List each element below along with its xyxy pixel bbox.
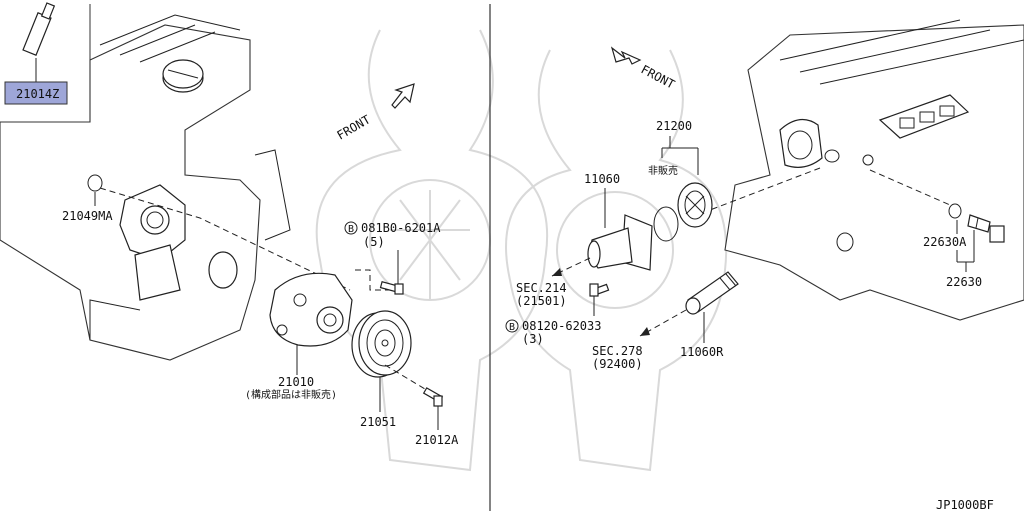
outline-arrow-icon	[610, 46, 642, 65]
label-21051[interactable]: 21051	[360, 415, 396, 429]
engine-block-left	[0, 14, 291, 361]
water-pipe[interactable]	[685, 271, 739, 315]
sensor-o-ring[interactable]	[948, 203, 962, 219]
pulley[interactable]	[351, 310, 412, 378]
label-11060r[interactable]: 11060R	[680, 345, 724, 359]
temperature-sensor[interactable]	[967, 214, 1005, 243]
label-21049ma[interactable]: 21049MA	[62, 209, 113, 223]
bolt-left[interactable]	[379, 281, 404, 295]
sealant-tube[interactable]	[22, 2, 56, 82]
thermostat[interactable]	[677, 182, 713, 228]
label-21014z[interactable]: 21014Z	[16, 87, 59, 101]
highlight-box	[4, 81, 68, 105]
bolt-pulley[interactable]	[422, 387, 444, 407]
bolt-mark-icon	[505, 319, 519, 333]
dashed-arrow-icon	[552, 268, 562, 276]
label-21200[interactable]: 21200	[656, 119, 692, 133]
svg-text:B: B	[509, 322, 515, 333]
label-11060[interactable]: 11060	[584, 172, 620, 186]
dashed-arrow-icon	[640, 327, 650, 336]
outline-arrow-icon	[391, 83, 415, 109]
bolt-right-qty: (3)	[522, 332, 544, 346]
not-sold-note: 非販売	[648, 164, 678, 177]
label-08120-62033[interactable]: 08120-62033	[522, 319, 601, 333]
label-081b0-6201a[interactable]: 081B0-6201A	[361, 221, 441, 235]
bolt-right[interactable]	[589, 283, 610, 297]
sec278-ref: (92400)	[592, 357, 643, 371]
sec214-ref: (21501)	[516, 294, 567, 308]
water-pump[interactable]	[269, 272, 353, 347]
svg-text:B: B	[348, 224, 354, 235]
label-22630a[interactable]: 22630A	[923, 235, 967, 249]
label-sec278[interactable]: SEC.278	[592, 344, 643, 358]
bolt-left-qty: (5)	[363, 235, 385, 249]
thermostat-housing[interactable]	[587, 214, 653, 271]
label-21010[interactable]: 21010	[278, 375, 314, 389]
watermark	[315, 29, 728, 472]
front-label-left: FRONT	[335, 112, 373, 142]
front-label-right: FRONT	[639, 62, 677, 91]
o-ring-left[interactable]	[87, 174, 103, 192]
label-22630[interactable]: 22630	[946, 275, 982, 289]
label-21012a[interactable]: 21012A	[415, 433, 459, 447]
pump-note: (構成部品は非販売)	[245, 388, 337, 401]
bolt-mark-icon	[344, 221, 358, 235]
thermostat-gasket[interactable]	[653, 206, 679, 242]
label-sec214[interactable]: SEC.214	[516, 281, 567, 295]
diagram-code: JP1000BF	[936, 498, 994, 511]
